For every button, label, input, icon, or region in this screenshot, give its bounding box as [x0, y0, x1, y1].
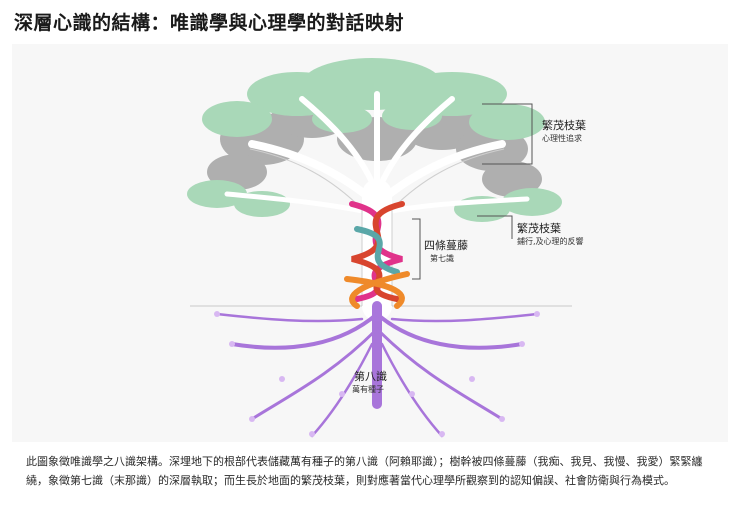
canopy-green-leaves: [187, 58, 562, 222]
tree-diagram: [187, 58, 572, 438]
label-leaders: [412, 103, 533, 280]
roots: [215, 301, 539, 438]
four-vines: [344, 201, 410, 309]
label-branches-top-subtitle: 心理性追求: [542, 134, 582, 143]
diagram-panel: 繁茂枝葉 心理性追求 繁茂枝葉 鋪行,及心理的反響 四條蔓藤 第七識 第八識 萬…: [12, 44, 728, 442]
root-seeds: [214, 311, 540, 437]
label-roots-title: 第八識: [354, 370, 387, 383]
vine-orange: [344, 271, 410, 309]
label-roots-subtitle: 萬有種子: [352, 385, 384, 394]
label-vines-subtitle: 第七識: [430, 254, 454, 263]
label-branches-top-title: 繁茂枝葉: [542, 119, 586, 132]
vine-teal: [354, 226, 400, 275]
label-branches-mid-title: 繁茂枝葉: [517, 222, 561, 235]
vine-red: [351, 201, 405, 302]
label-vines-title: 四條蔓藤: [424, 239, 468, 252]
caption-text: 此圖象徵唯識學之八識架構。深埋地下的根部代表儲藏萬有種子的第八識（阿賴耶識）；樹…: [26, 455, 703, 487]
label-branches-mid-subtitle: 鋪行,及心理的反響: [517, 237, 584, 246]
page-title: 深層心識的結構：唯識學與心理學的對話映射: [14, 12, 405, 34]
